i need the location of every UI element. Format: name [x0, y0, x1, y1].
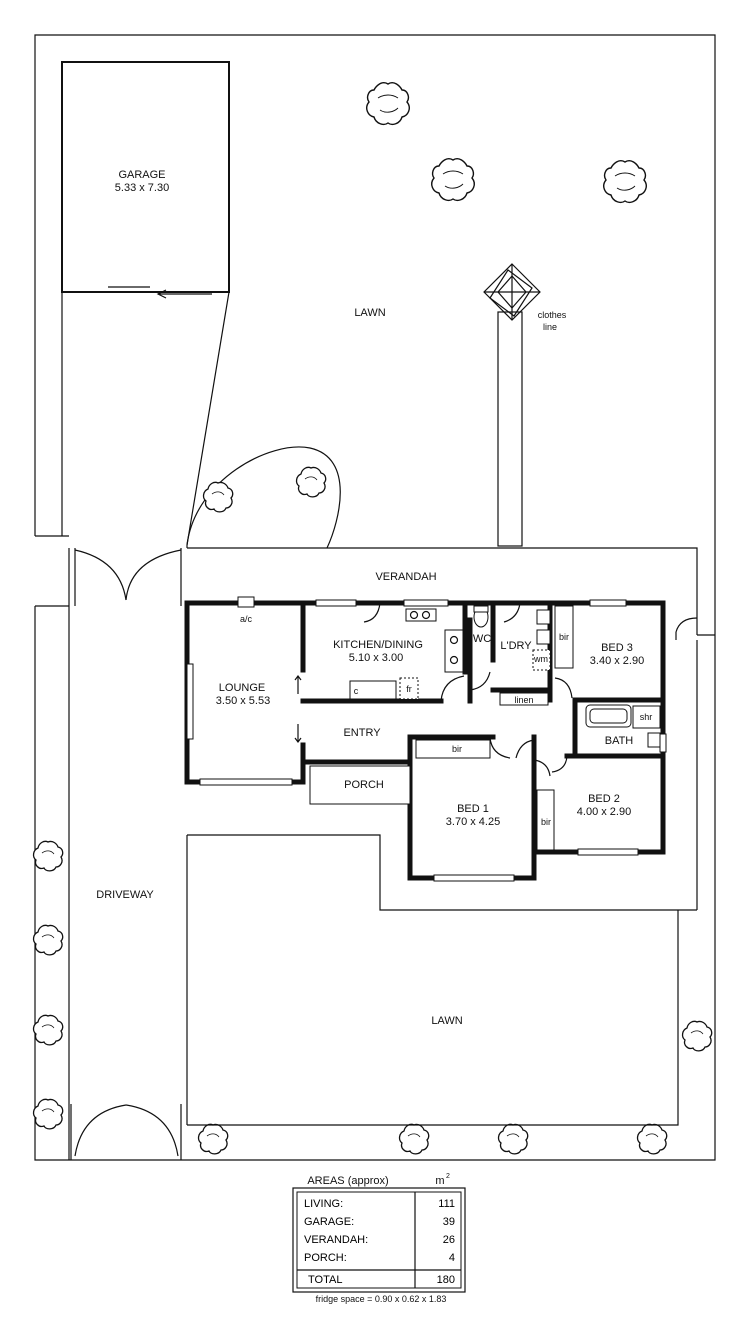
- driveway-label: DRIVEWAY: [96, 889, 154, 901]
- area-value-porch: 4: [449, 1252, 455, 1264]
- area-label-porch: PORCH:: [304, 1252, 347, 1264]
- driveway-gate-bottom: [70, 1104, 182, 1160]
- doors: [294, 602, 573, 777]
- linen-label: linen: [514, 695, 533, 705]
- area-value-verandah: 26: [443, 1234, 455, 1246]
- shrub-icon: [497, 1123, 529, 1155]
- area-label-total: TOTAL: [308, 1274, 342, 1286]
- bed3-size: 3.40 x 2.90: [590, 655, 644, 667]
- bath-label: BATH: [605, 735, 634, 747]
- tree-icon: [431, 157, 475, 202]
- cooktop-label: c: [354, 686, 359, 696]
- garage-name: GARAGE: [118, 169, 165, 181]
- lawn-back-label: LAWN: [354, 307, 385, 319]
- areas-unit: m: [435, 1175, 444, 1187]
- shrub-icon: [295, 466, 327, 498]
- fridge-label: fr: [406, 684, 412, 694]
- shrub-icon: [32, 1098, 64, 1130]
- shrub-icon: [197, 1123, 229, 1155]
- laundry-label: L'DRY: [500, 640, 532, 652]
- shrub-icon: [681, 1020, 713, 1052]
- clothes-line-label-1: clothes: [538, 310, 567, 320]
- bed2-size: 4.00 x 2.90: [577, 806, 631, 818]
- shrub-icon: [32, 1014, 64, 1046]
- kitchen-size: 5.10 x 3.00: [349, 652, 403, 664]
- area-value-garage: 39: [443, 1216, 455, 1228]
- verandah-label: VERANDAH: [375, 571, 436, 583]
- driveway-gate-top: [68, 548, 182, 606]
- clothes-line: [483, 263, 541, 547]
- verandah: [187, 547, 715, 910]
- bir-label-bed1: bir: [452, 744, 462, 754]
- area-label-living: LIVING:: [304, 1198, 343, 1210]
- front-lawn: [186, 834, 697, 1126]
- fixtures: [237, 596, 661, 851]
- wc-label: WC: [473, 633, 491, 645]
- garage-size: 5.33 x 7.30: [115, 182, 169, 194]
- shr-label: shr: [640, 712, 653, 722]
- areas-title: AREAS (approx): [307, 1175, 388, 1187]
- porch-label: PORCH: [344, 779, 384, 791]
- shrub-icon: [636, 1123, 668, 1155]
- lounge-size: 3.50 x 5.53: [216, 695, 270, 707]
- shrub-icon: [398, 1123, 430, 1155]
- entry-label: ENTRY: [343, 727, 381, 739]
- windows: [186, 599, 667, 882]
- tree-icon: [603, 159, 647, 204]
- site-boundary: [34, 34, 716, 1161]
- area-value-total: 180: [437, 1274, 455, 1286]
- lounge-name: LOUNGE: [219, 682, 265, 694]
- tree-icon: [366, 81, 410, 126]
- shrub-icon: [202, 481, 234, 513]
- shrub-icon: [32, 840, 64, 872]
- house-walls: [184, 600, 666, 881]
- shrub-icon: [32, 924, 64, 956]
- area-label-garage: GARAGE:: [304, 1216, 354, 1228]
- bir-label-bed2: bir: [541, 817, 551, 827]
- kitchen-name: KITCHEN/DINING: [333, 639, 423, 651]
- fridge-footnote: fridge space = 0.90 x 0.62 x 1.83: [316, 1294, 447, 1304]
- bed1-name: BED 1: [457, 803, 489, 815]
- lawn-front-label: LAWN: [431, 1015, 462, 1027]
- areas-table: AREAS (approx) m 2 LIVING: GARAGE: VERAN…: [292, 1173, 466, 1304]
- bed2-name: BED 2: [588, 793, 620, 805]
- areas-unit-sup: 2: [446, 1173, 450, 1180]
- area-value-living: 111: [438, 1198, 455, 1210]
- wm-label: wm: [533, 654, 548, 664]
- garage: GARAGE 5.33 x 7.30: [61, 61, 230, 299]
- bir-label-bed3: bir: [559, 632, 569, 642]
- area-label-verandah: VERANDAH:: [304, 1234, 368, 1246]
- bed1-size: 3.70 x 4.25: [446, 816, 500, 828]
- bed3-name: BED 3: [601, 642, 633, 654]
- ac-label: a/c: [240, 614, 253, 624]
- driveway-lines: [61, 291, 230, 1160]
- clothes-line-label-2: line: [543, 322, 557, 332]
